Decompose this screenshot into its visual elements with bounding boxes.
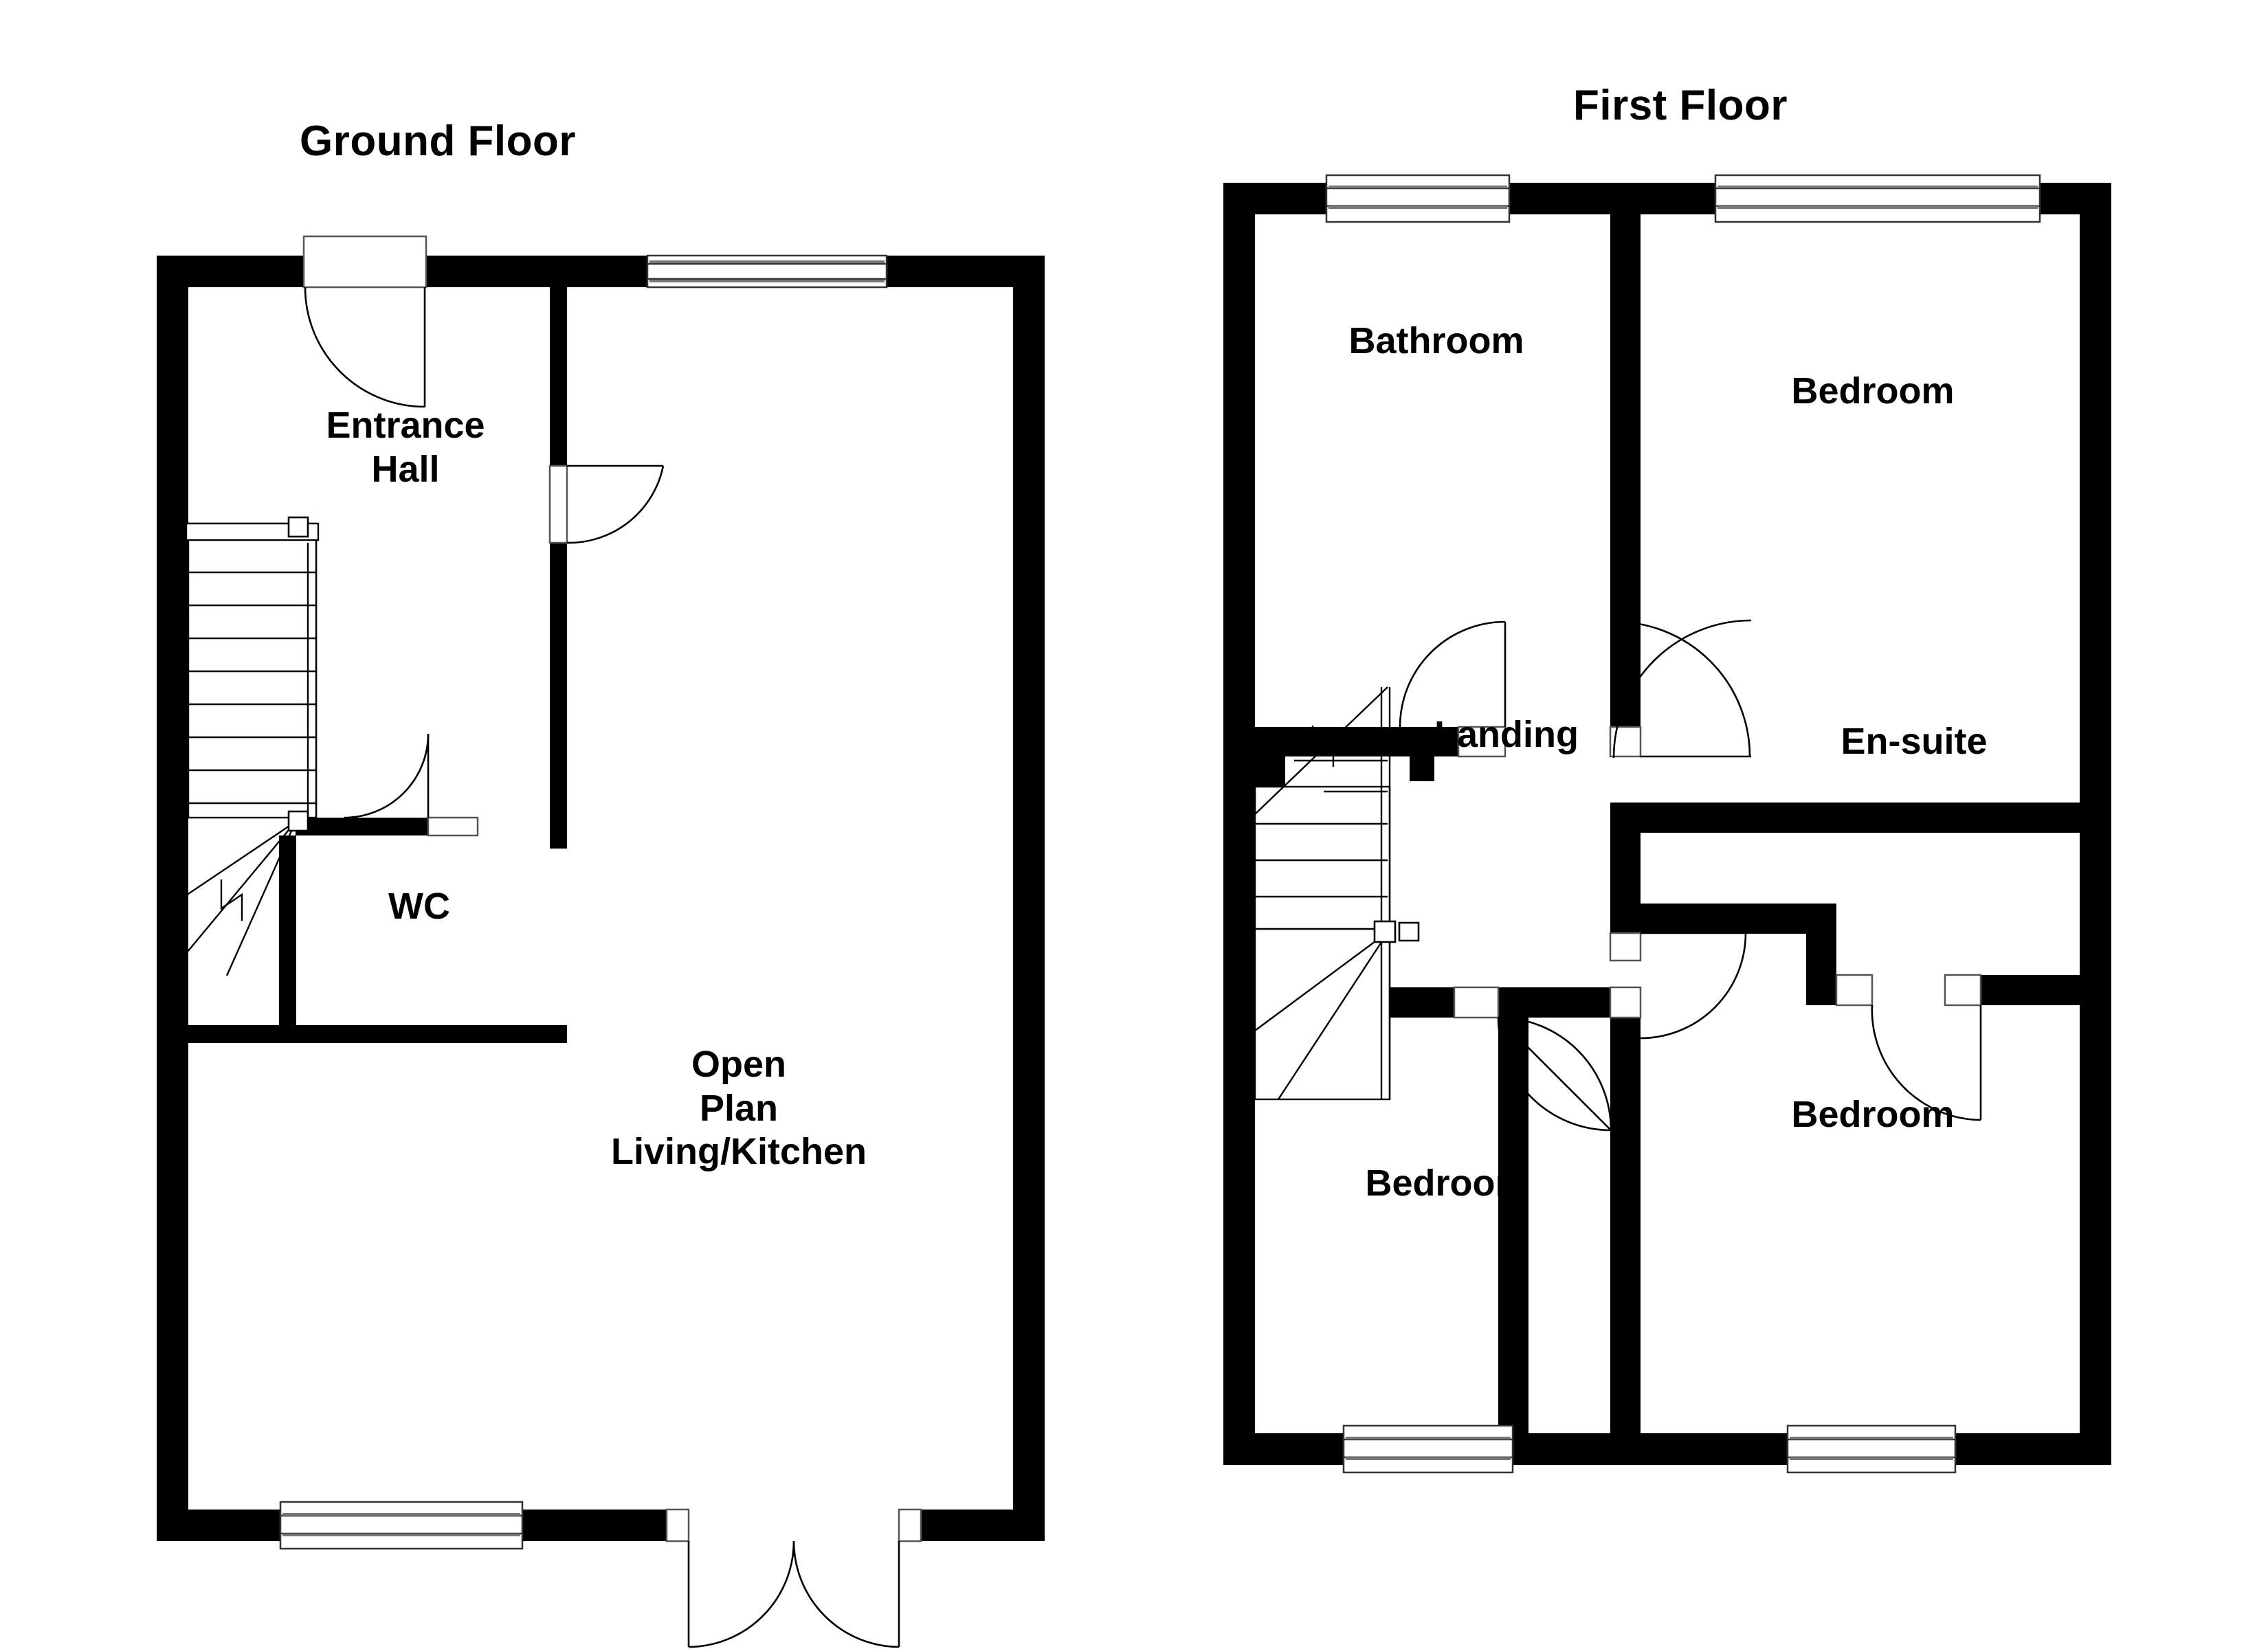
ground-floor-staircase xyxy=(180,516,320,976)
room-label-bedroom-rear-right: Bedroom xyxy=(1791,1094,1955,1135)
living-kitchen-french-doors[interactable] xyxy=(665,1508,922,1648)
first-floor-plan xyxy=(1223,174,2111,1474)
room-label-open-plan-living-kitchen: Open Plan Living/Kitchen xyxy=(610,1044,867,1173)
front-bedroom-door[interactable] xyxy=(1609,619,1752,759)
first-floor-staircase xyxy=(1254,686,1420,1101)
room-label-landing: Landing xyxy=(1434,714,1579,755)
rear-left-bedroom-door[interactable] xyxy=(1453,986,1612,1132)
first-floor-internal-walls xyxy=(1255,183,2082,1433)
rear-right-bedroom-window xyxy=(1786,1424,1957,1474)
room-label-entrance-hall: Entrance Hall xyxy=(326,405,485,490)
ground-floor-title: Ground Floor xyxy=(299,117,577,165)
room-label-bathroom: Bathroom xyxy=(1348,320,1524,361)
bathroom-door[interactable] xyxy=(1399,620,1507,758)
rear-window-living xyxy=(279,1501,524,1550)
ground-floor-outer-walls xyxy=(157,256,1045,1541)
front-window-living xyxy=(646,254,888,289)
hall-living-door[interactable] xyxy=(548,464,665,544)
ensuite-access-door[interactable] xyxy=(1609,932,1747,1040)
rear-left-bedroom-window xyxy=(1342,1424,1514,1474)
ground-floor-internal-walls xyxy=(188,256,567,1043)
room-label-bedroom-front: Bedroom xyxy=(1791,370,1955,412)
first-floor-title: First Floor xyxy=(1572,82,1788,129)
room-label-ensuite: En-suite xyxy=(1841,721,1988,762)
entrance-hall-front-door[interactable] xyxy=(302,235,427,408)
front-bedroom-window xyxy=(1714,174,2041,223)
ground-floor-plan xyxy=(157,235,1045,1648)
bathroom-window xyxy=(1325,174,1511,223)
hall-wc-door[interactable] xyxy=(344,733,479,837)
room-label-wc: WC xyxy=(388,886,450,927)
first-floor-outer-walls xyxy=(1223,183,2111,1465)
ensuite-door[interactable] xyxy=(1835,974,1982,1121)
rear-right-bedroom-door[interactable] xyxy=(1609,986,1642,1019)
room-label-bedroom-rear-left: Bedroom xyxy=(1365,1163,1528,1204)
